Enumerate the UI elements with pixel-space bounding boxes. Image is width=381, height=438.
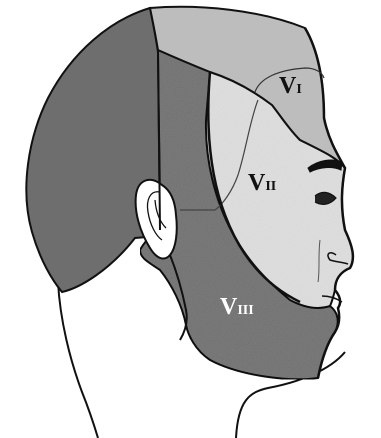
- trigeminal-dermatome-diagram: VI VII VIII: [0, 0, 381, 438]
